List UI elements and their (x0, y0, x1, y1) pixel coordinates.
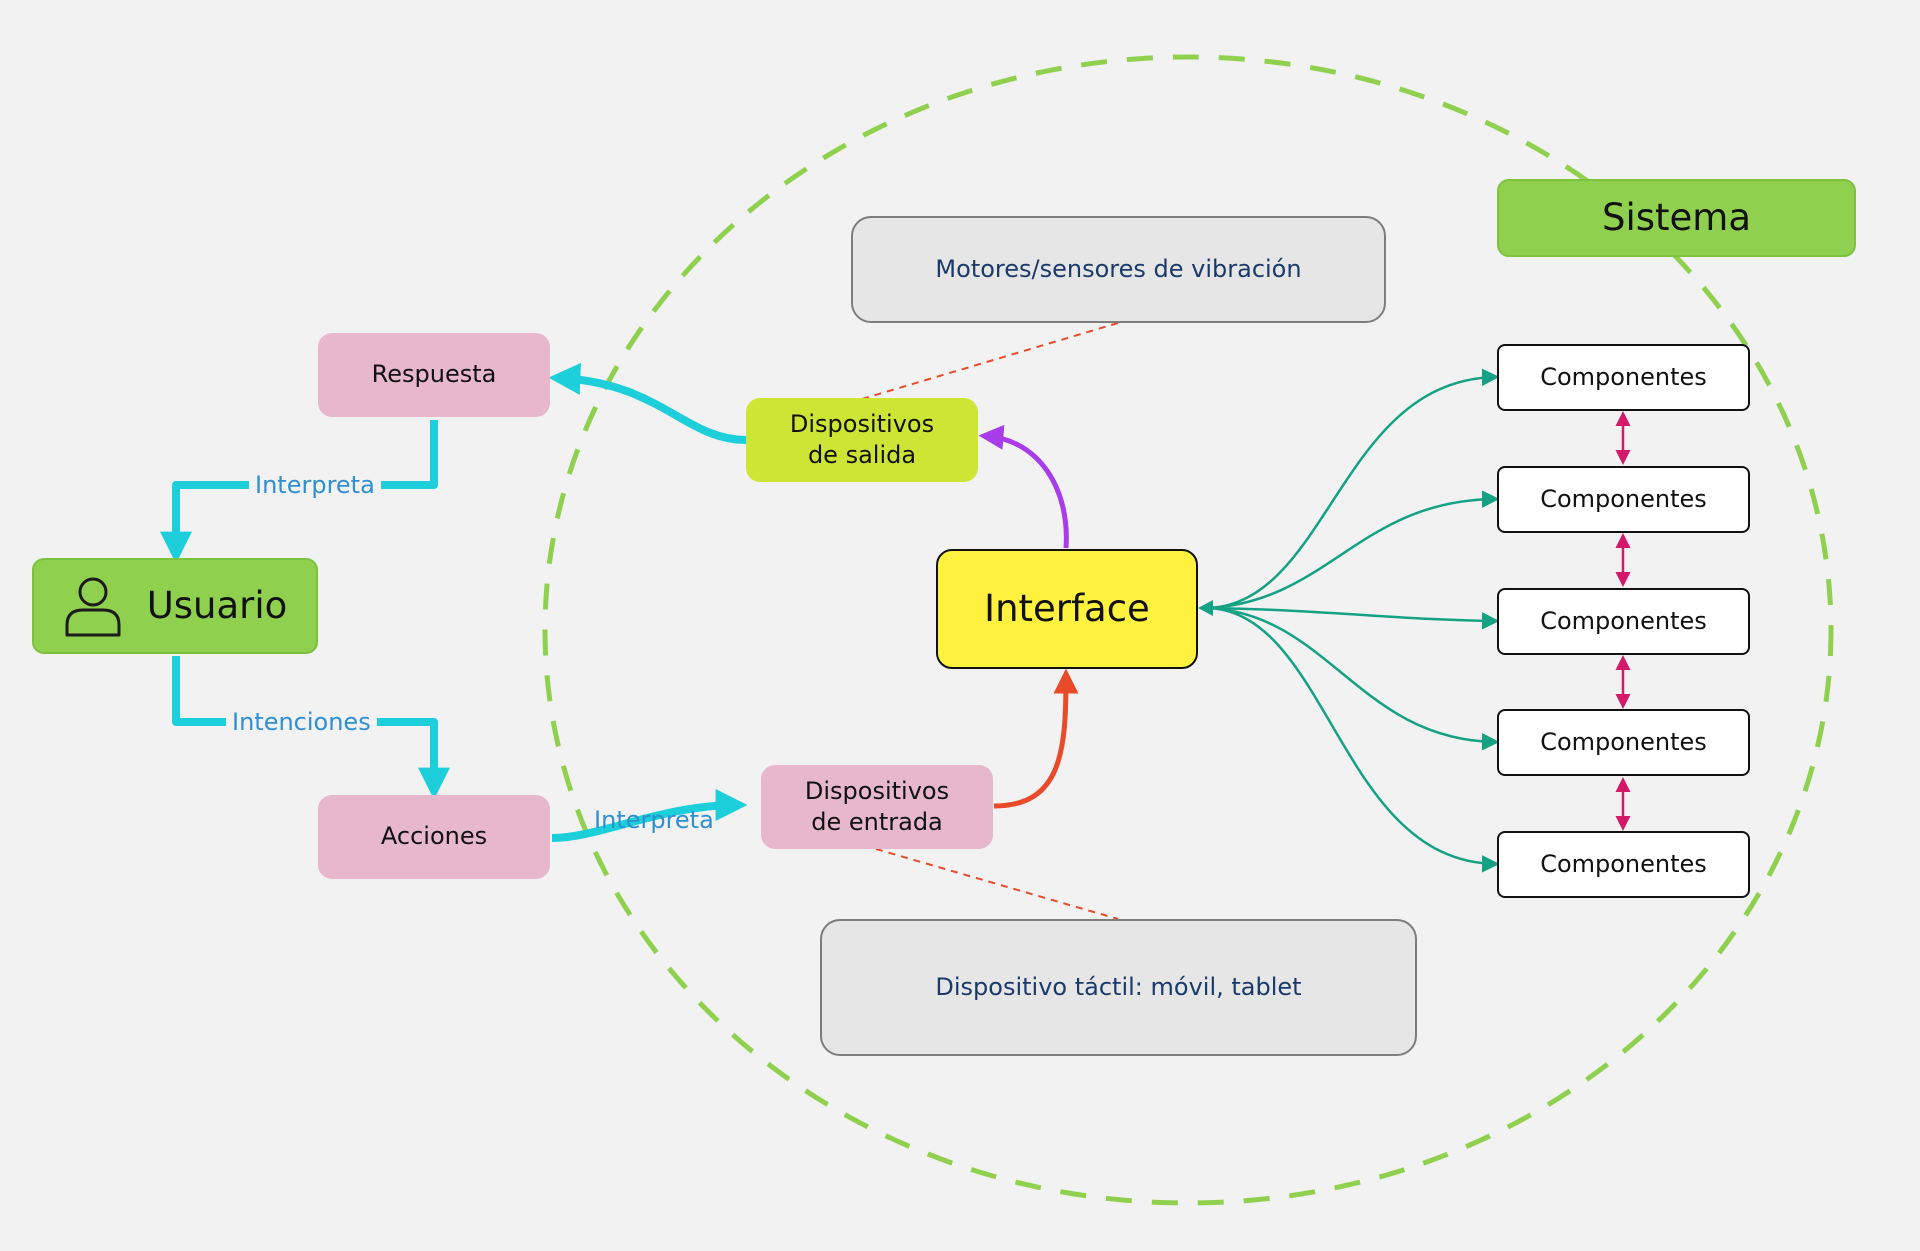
node-sistema-label: Sistema (1601, 195, 1752, 239)
note-dispositivo-tactil[interactable]: Dispositivo táctil: móvil, tablet (820, 919, 1417, 1056)
node-componentes-4[interactable]: Componentes (1497, 709, 1750, 776)
arrow-interface-to-comp-1 (1209, 368, 1500, 610)
note-dispositivo-tactil-label: Dispositivo táctil: móvil, tablet (935, 972, 1302, 1001)
node-componentes-4-label: Componentes (1540, 727, 1707, 756)
node-respuesta-label: Respuesta (371, 360, 497, 389)
node-interface-label: Interface (984, 586, 1150, 630)
user-icon (65, 577, 121, 637)
arrow-interface-to-comp-5 (1209, 606, 1500, 873)
arrow-interface-to-salida (978, 424, 1069, 549)
node-componentes-1[interactable]: Componentes (1497, 344, 1750, 411)
node-usuario-label: Usuario (146, 583, 288, 627)
arrow-entrada-to-interface (993, 668, 1079, 809)
node-componentes-2-label: Componentes (1540, 484, 1707, 513)
arrow-interface-to-comp-2 (1209, 490, 1500, 610)
note-motores[interactable]: Motores/sensores de vibración (851, 216, 1386, 323)
edge-label-interpreta-bottom: Interpreta (594, 806, 714, 834)
entrada-note-link (875, 848, 1119, 920)
node-componentes-5-label: Componentes (1540, 849, 1707, 878)
node-dispositivos-entrada-label: Dispositivos de entrada (804, 776, 950, 836)
node-acciones-label: Acciones (380, 822, 488, 851)
arrowhead-into-interface (1198, 600, 1213, 616)
salida-note-link (861, 322, 1119, 400)
node-componentes-1-label: Componentes (1540, 362, 1707, 391)
node-componentes-3-label: Componentes (1540, 606, 1707, 635)
node-componentes-3[interactable]: Componentes (1497, 588, 1750, 655)
edge-label-interpreta-top: Interpreta (249, 473, 381, 497)
node-componentes-2[interactable]: Componentes (1497, 466, 1750, 533)
node-dispositivos-salida-label: Dispositivos de salida (789, 409, 935, 469)
node-interface[interactable]: Interface (936, 549, 1198, 669)
note-motores-label: Motores/sensores de vibración (935, 254, 1302, 283)
node-acciones[interactable]: Acciones (318, 795, 550, 879)
node-dispositivos-entrada[interactable]: Dispositivos de entrada (761, 765, 993, 849)
node-sistema[interactable]: Sistema (1497, 179, 1856, 257)
arrow-interface-to-comp-3 (1209, 606, 1500, 630)
node-componentes-5[interactable]: Componentes (1497, 831, 1750, 898)
node-usuario[interactable]: Usuario (32, 558, 318, 654)
arrow-acciones-to-entrada (551, 789, 748, 842)
arrow-salida-to-respuesta (548, 362, 747, 444)
node-respuesta[interactable]: Respuesta (318, 333, 550, 417)
node-dispositivos-salida[interactable]: Dispositivos de salida (746, 398, 978, 482)
system-boundary-circle (542, 54, 1834, 1206)
arrow-interface-to-comp-4 (1209, 606, 1500, 751)
edge-label-intenciones: Intenciones (226, 710, 377, 734)
